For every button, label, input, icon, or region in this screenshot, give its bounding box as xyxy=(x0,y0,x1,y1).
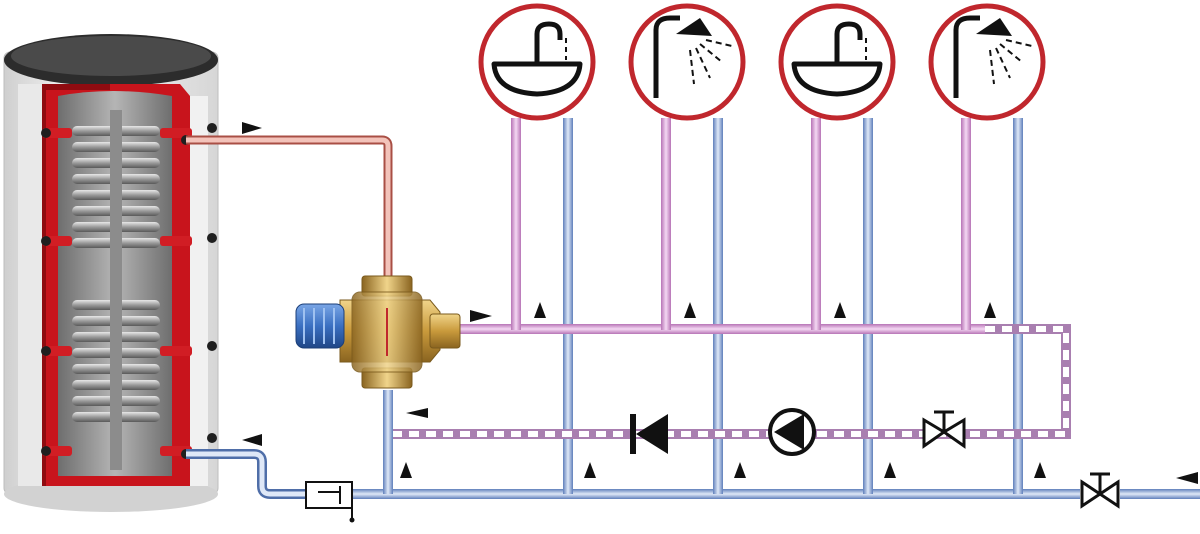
pump-icon xyxy=(768,408,816,456)
shutoff-valve-icon xyxy=(1080,472,1120,509)
flow-direction-arrows xyxy=(242,122,1198,484)
thermostatic-mixing-valve xyxy=(295,275,461,389)
circulation-return-loop xyxy=(393,324,1071,439)
sink-icon xyxy=(791,21,883,97)
shower-icon xyxy=(653,15,733,98)
check-valve-icon xyxy=(630,414,668,454)
shower-icon xyxy=(953,15,1033,98)
fixture-shower-2 xyxy=(928,3,1046,121)
fixture-shower-1 xyxy=(628,3,746,121)
valve-adjustment-knob xyxy=(295,303,345,349)
cold-risers xyxy=(383,118,1023,494)
tank-hot-outlet-pipe xyxy=(186,135,393,282)
sink-icon xyxy=(491,21,583,97)
tank-connection-ports xyxy=(41,123,217,459)
safety-valve-icon xyxy=(305,481,355,523)
fixture-sink-2 xyxy=(778,3,896,121)
hot-distribution-line xyxy=(455,118,985,334)
fixture-sink-1 xyxy=(478,3,596,121)
shutoff-valve-icon xyxy=(922,410,966,449)
storage-tank xyxy=(3,34,219,512)
